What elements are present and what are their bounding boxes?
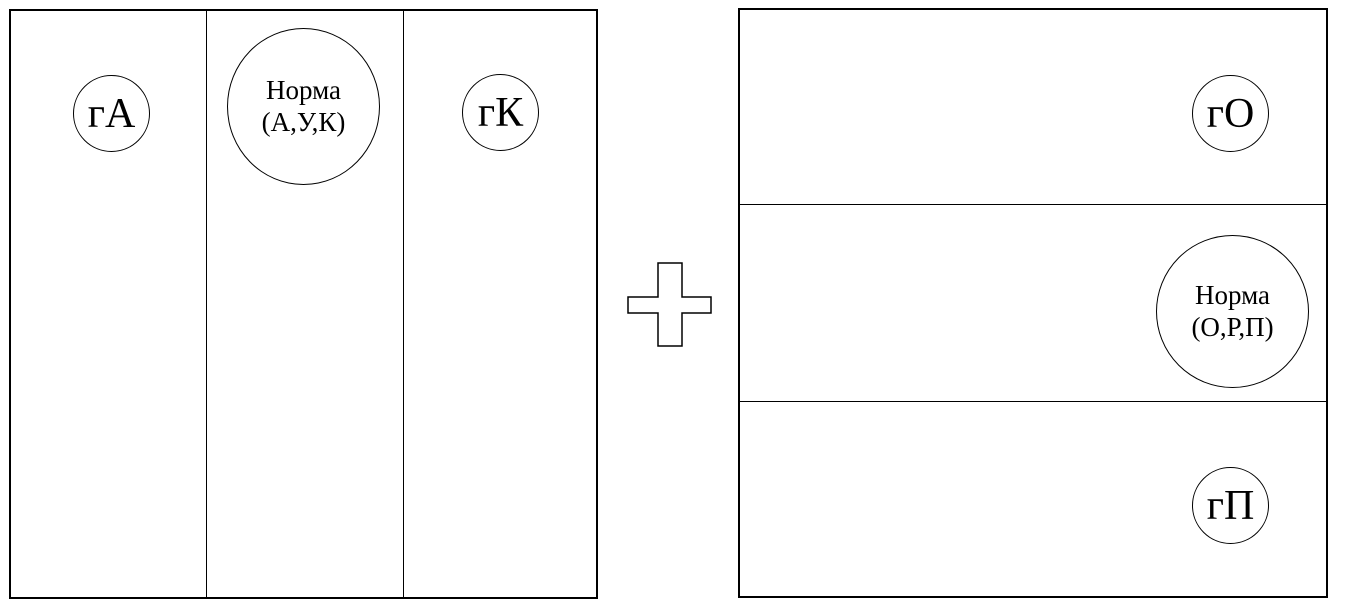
norm-orp-title: Норма — [1195, 280, 1270, 311]
column-divider — [206, 11, 207, 597]
norm-auk-subtitle: (А,У,К) — [261, 106, 346, 137]
gp-label: гП — [1206, 482, 1255, 529]
gp-circle: гП — [1192, 467, 1269, 544]
gk-label: гК — [477, 89, 524, 136]
norm-auk-title: Норма — [266, 75, 341, 106]
norm-auk-circle: Норма (А,У,К) — [227, 28, 380, 185]
left-panel: гА Норма (А,У,К) гК — [9, 9, 598, 599]
row-divider — [740, 204, 1326, 205]
plus-icon — [627, 262, 712, 347]
column-divider — [403, 11, 404, 597]
ga-label: гА — [87, 90, 136, 137]
norm-orp-subtitle: (О,Р,П) — [1191, 311, 1274, 342]
norm-orp-circle: Норма (О,Р,П) — [1156, 235, 1309, 388]
go-circle: гО — [1192, 75, 1269, 152]
row-divider — [740, 401, 1326, 402]
right-panel: гО Норма (О,Р,П) гП — [738, 8, 1328, 598]
ga-circle: гА — [73, 75, 150, 152]
gk-circle: гК — [462, 74, 539, 151]
go-label: гО — [1206, 90, 1255, 137]
